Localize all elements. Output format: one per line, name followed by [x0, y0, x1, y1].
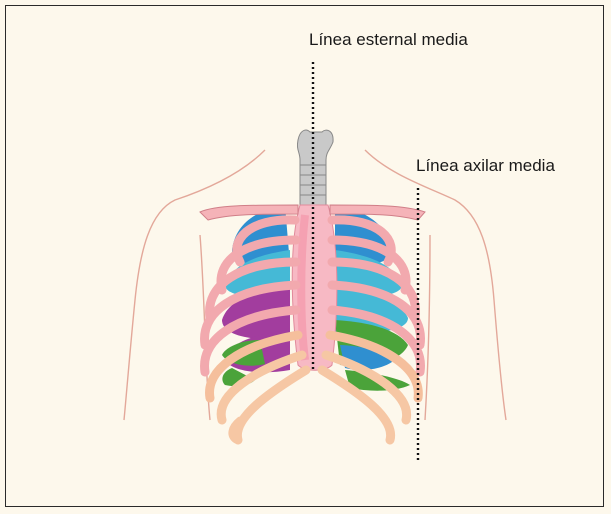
spine — [297, 130, 333, 205]
midaxillary-line-label: Línea axilar media — [416, 156, 555, 176]
midsternal-line-label: Línea esternal media — [309, 30, 468, 50]
